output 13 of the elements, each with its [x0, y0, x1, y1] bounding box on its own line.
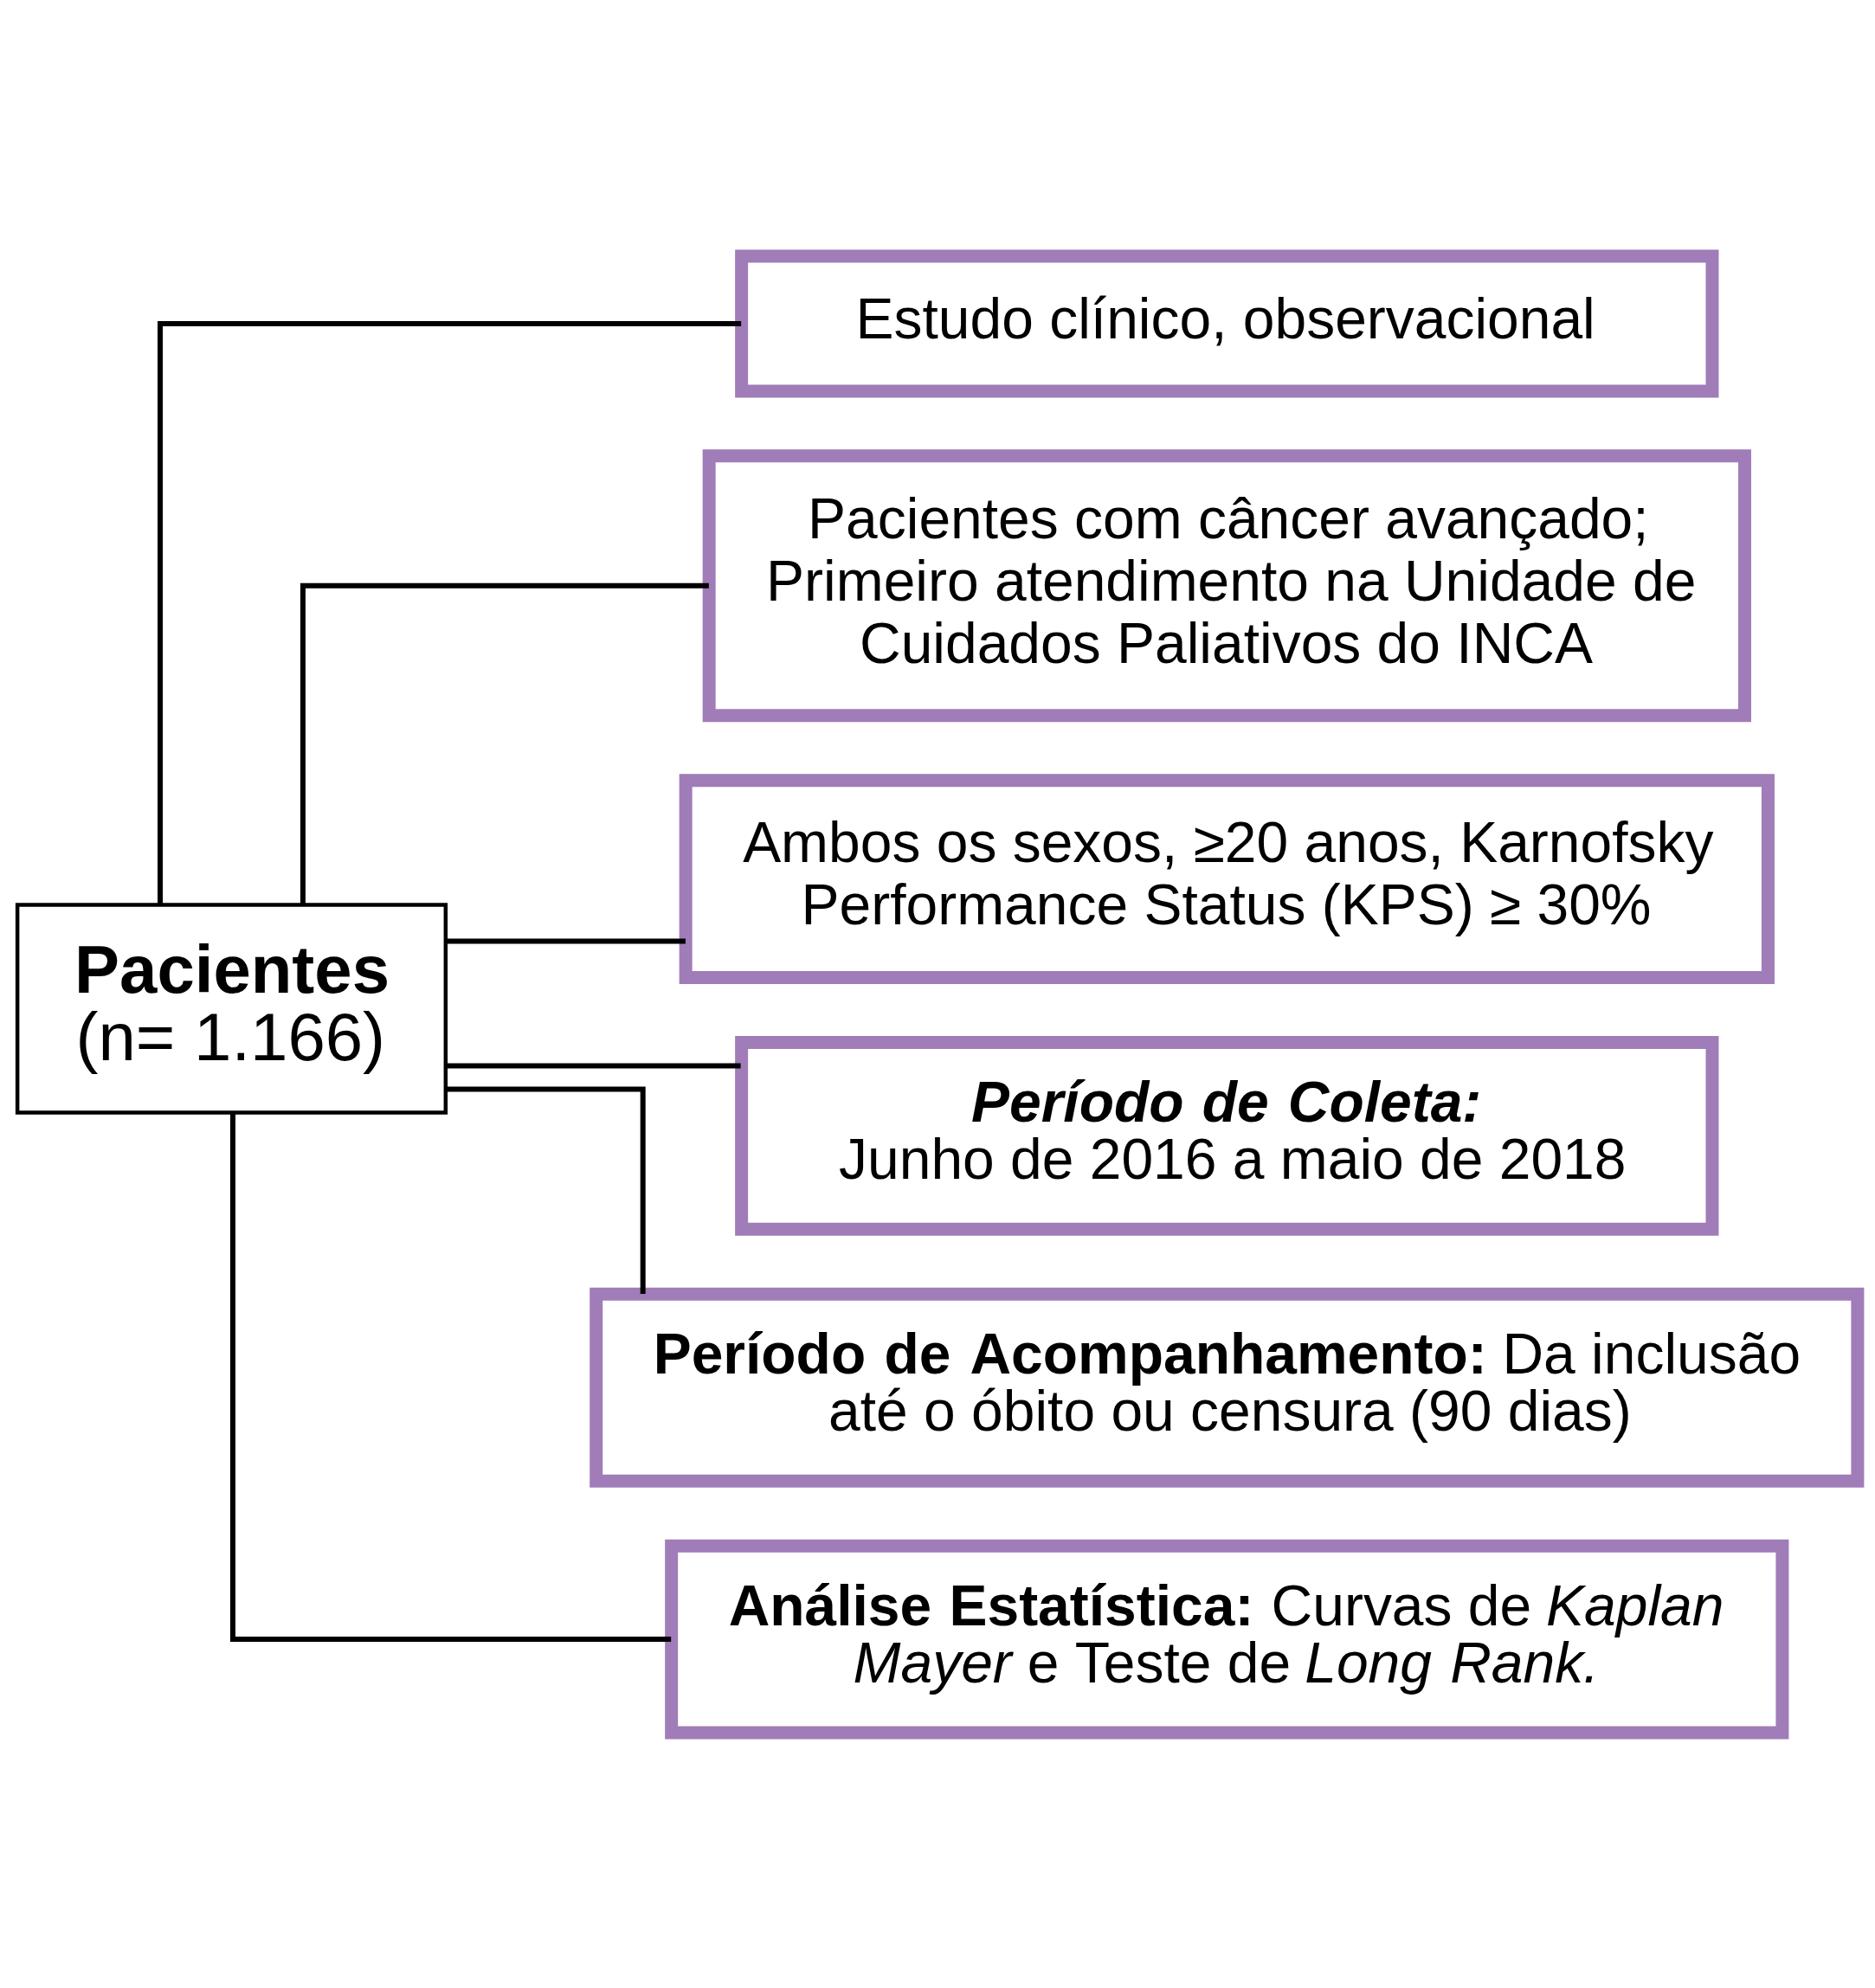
- connector: [158, 320, 742, 904]
- node-box: Pacientes (n= 1.166): [15, 902, 448, 1115]
- node-box: Pacientes com câncer avançado; Primeiro atendimento na Unidade de Cuidados Paliativos do INCA: [702, 448, 1751, 722]
- connector: [447, 1085, 646, 1294]
- node-box: Período de Acompanhamento: Da inclusão até o óbito ou censura (90 dias): [590, 1287, 1865, 1488]
- node-box: Estudo clínico, observacional: [735, 249, 1719, 397]
- connector: [446, 938, 686, 944]
- connector: [229, 1112, 672, 1642]
- connector: [446, 1062, 741, 1068]
- connector: [300, 582, 709, 904]
- node-box: Período de Coleta: Junho de 2016 a maio de 2018: [735, 1035, 1719, 1236]
- node-box: Análise Estatística: Curvas de Kaplan Mayer e Teste de Long Rank.: [665, 1539, 1789, 1739]
- node-box: Ambos os sexos, ≥20 anos, Karnofsky Performance Status (KPS) ≥ 30%: [679, 773, 1775, 984]
